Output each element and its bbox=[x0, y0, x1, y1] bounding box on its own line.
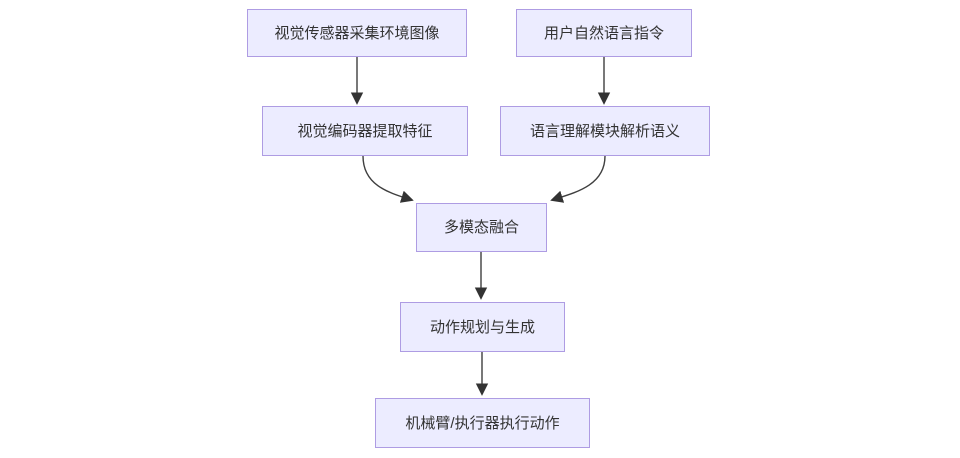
node-vision-encoder-label: 视觉编码器提取特征 bbox=[297, 122, 433, 140]
node-multimodal-fusion: 多模态融合 bbox=[416, 203, 547, 252]
node-vision-sensor: 视觉传感器采集环境图像 bbox=[247, 9, 467, 57]
node-user-instruction: 用户自然语言指令 bbox=[516, 9, 692, 57]
node-multimodal-fusion-label: 多模态融合 bbox=[443, 219, 519, 236]
node-actuator-execution: 机械臂/执行器执行动作 bbox=[375, 398, 590, 448]
node-vision-encoder: 视觉编码器提取特征 bbox=[262, 106, 468, 156]
node-action-planning-label: 动作规划与生成 bbox=[429, 318, 535, 336]
node-user-instruction-label: 用户自然语言指令 bbox=[543, 24, 664, 42]
edge-language-to-fusion bbox=[550, 155, 606, 203]
node-vision-sensor-label: 视觉传感器采集环境图像 bbox=[274, 24, 440, 42]
node-language-understanding-label: 语言理解模块解析语义 bbox=[529, 122, 680, 140]
node-language-understanding: 语言理解模块解析语义 bbox=[500, 106, 710, 156]
edge-encoder-to-fusion bbox=[362, 155, 414, 203]
node-action-planning: 动作规划与生成 bbox=[400, 302, 565, 352]
node-actuator-execution-label: 机械臂/执行器执行动作 bbox=[405, 414, 560, 432]
